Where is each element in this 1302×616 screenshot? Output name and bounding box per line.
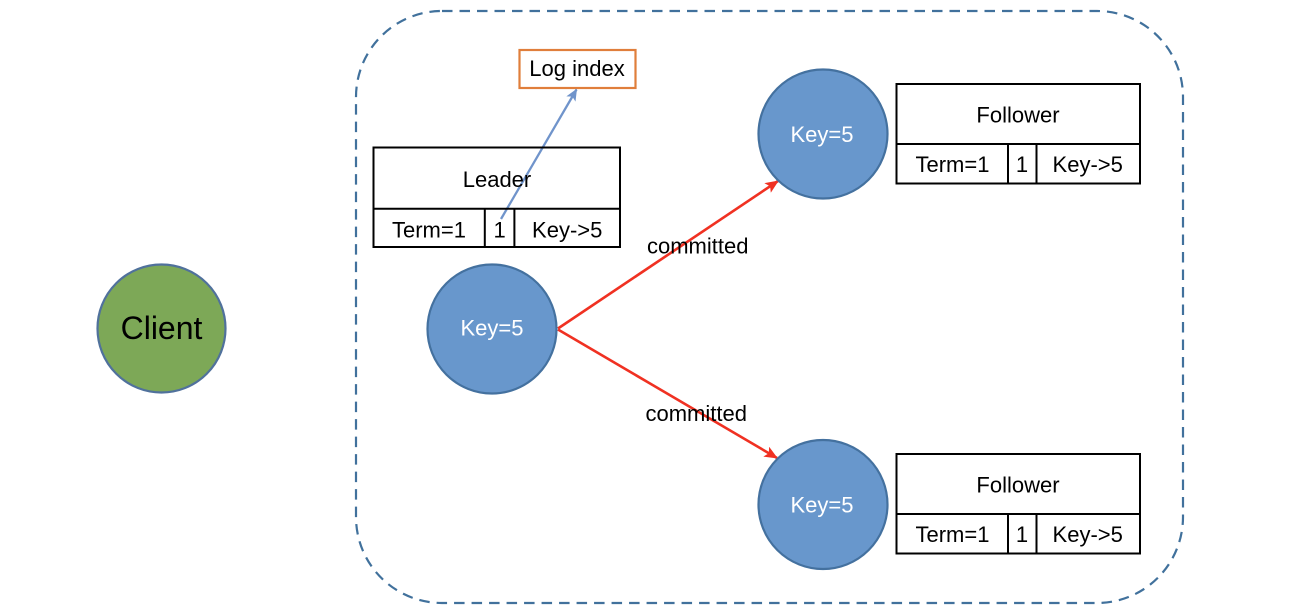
svg-text:1: 1: [1016, 522, 1028, 547]
svg-text:committed: committed: [647, 234, 748, 259]
svg-text:Follower: Follower: [976, 473, 1059, 498]
svg-text:Key->5: Key->5: [532, 218, 602, 243]
svg-text:Client: Client: [121, 310, 203, 346]
svg-text:Follower: Follower: [976, 103, 1059, 128]
svg-text:Log index: Log index: [529, 56, 624, 81]
svg-text:Key=5: Key=5: [791, 122, 854, 147]
svg-text:Key=5: Key=5: [791, 493, 854, 518]
svg-text:committed: committed: [646, 401, 747, 426]
svg-text:Term=1: Term=1: [916, 152, 990, 177]
svg-text:Key->5: Key->5: [1053, 522, 1123, 547]
svg-text:1: 1: [493, 218, 505, 243]
svg-text:Leader: Leader: [463, 167, 532, 192]
svg-text:Term=1: Term=1: [392, 218, 466, 243]
svg-text:1: 1: [1016, 152, 1028, 177]
svg-text:Key->5: Key->5: [1053, 152, 1123, 177]
svg-text:Key=5: Key=5: [461, 316, 524, 341]
svg-text:Term=1: Term=1: [916, 522, 990, 547]
